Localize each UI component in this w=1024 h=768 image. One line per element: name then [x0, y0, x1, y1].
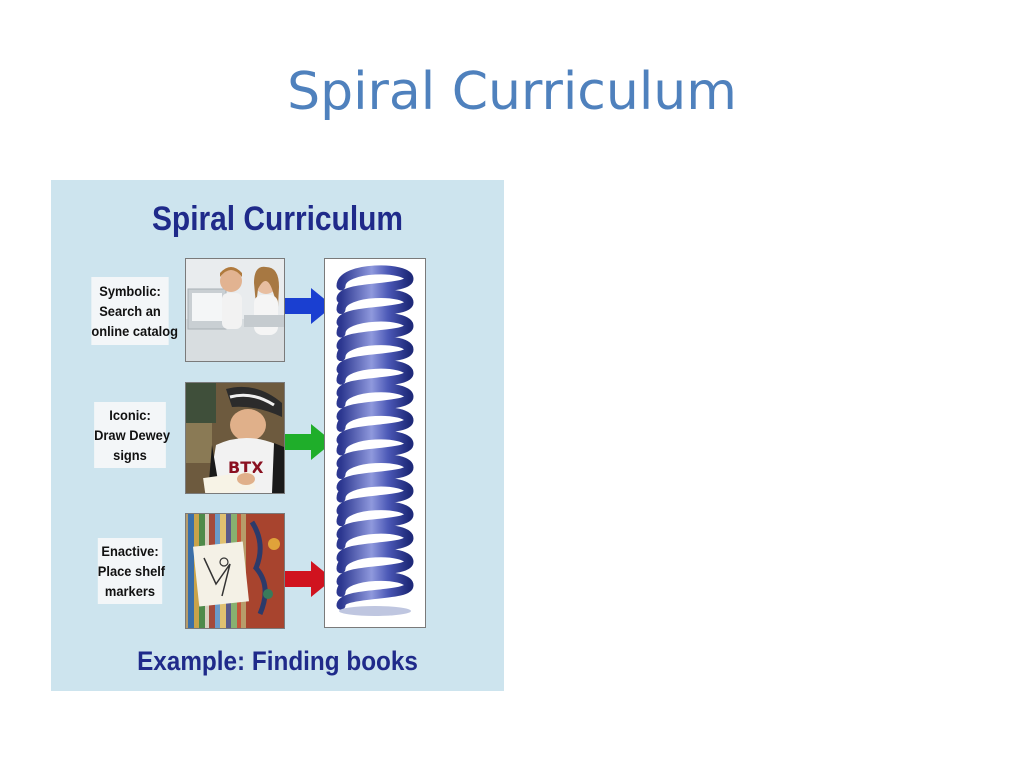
spiral-coil-panel: [324, 258, 426, 628]
spiral-loop: [336, 430, 414, 469]
label-iconic-line-3: signs: [113, 447, 147, 463]
diagram-caption: Example: Finding books: [137, 646, 418, 676]
spiral-loop: [336, 501, 414, 540]
spiral-loop: [336, 265, 414, 304]
spiral-loop: [336, 406, 414, 445]
label-symbolic-line-2: Search an: [99, 303, 161, 319]
spiral-loop: [336, 383, 414, 422]
label-iconic-line-2: Draw Dewey: [94, 427, 171, 443]
arrow-iconic-shape: [285, 424, 333, 460]
label-iconic-line-1: Iconic:: [109, 407, 151, 423]
arrow-enactive: [285, 561, 333, 597]
label-iconic: Iconic: Draw Dewey signs: [94, 402, 171, 468]
slide-title: Spiral Curriculum: [287, 62, 737, 122]
spiral-loop: [336, 336, 414, 375]
spiral-loop: [336, 288, 414, 327]
spiral-loop: [336, 524, 414, 563]
spiral-coil-icon: [336, 265, 414, 610]
label-symbolic: Symbolic: Search an online catalog: [91, 277, 178, 345]
label-enactive-line-1: Enactive:: [101, 543, 159, 559]
spiral-loop: [336, 312, 414, 351]
label-symbolic-line-3: online catalog: [91, 323, 178, 339]
spiral-curriculum-diagram: Spiral Curriculum Symbolic: Search an on…: [51, 180, 504, 691]
label-enactive-line-2: Place shelf: [97, 563, 166, 579]
label-enactive: Enactive: Place shelf markers: [97, 538, 166, 604]
spiral-loop: [336, 359, 414, 398]
arrow-iconic: [285, 424, 333, 460]
spiral-loop: [336, 477, 414, 516]
arrow-symbolic-shape: [285, 288, 333, 324]
svg-text:BTX: BTX: [228, 458, 264, 477]
label-symbolic-line-1: Symbolic:: [99, 283, 161, 299]
arrow-enactive-shape: [285, 561, 333, 597]
spiral-loop: [336, 453, 414, 492]
photo-student-drawing: BTX: [185, 382, 285, 494]
photo-library-shelf: [185, 513, 285, 629]
spiral-loop: [336, 571, 414, 610]
spiral-shadow: [339, 606, 411, 616]
spiral-loop: [336, 548, 414, 587]
diagram-title: Spiral Curriculum: [151, 200, 404, 238]
arrow-symbolic: [285, 288, 333, 324]
label-enactive-line-3: markers: [104, 583, 156, 599]
photo-students-at-computer: [185, 258, 285, 362]
